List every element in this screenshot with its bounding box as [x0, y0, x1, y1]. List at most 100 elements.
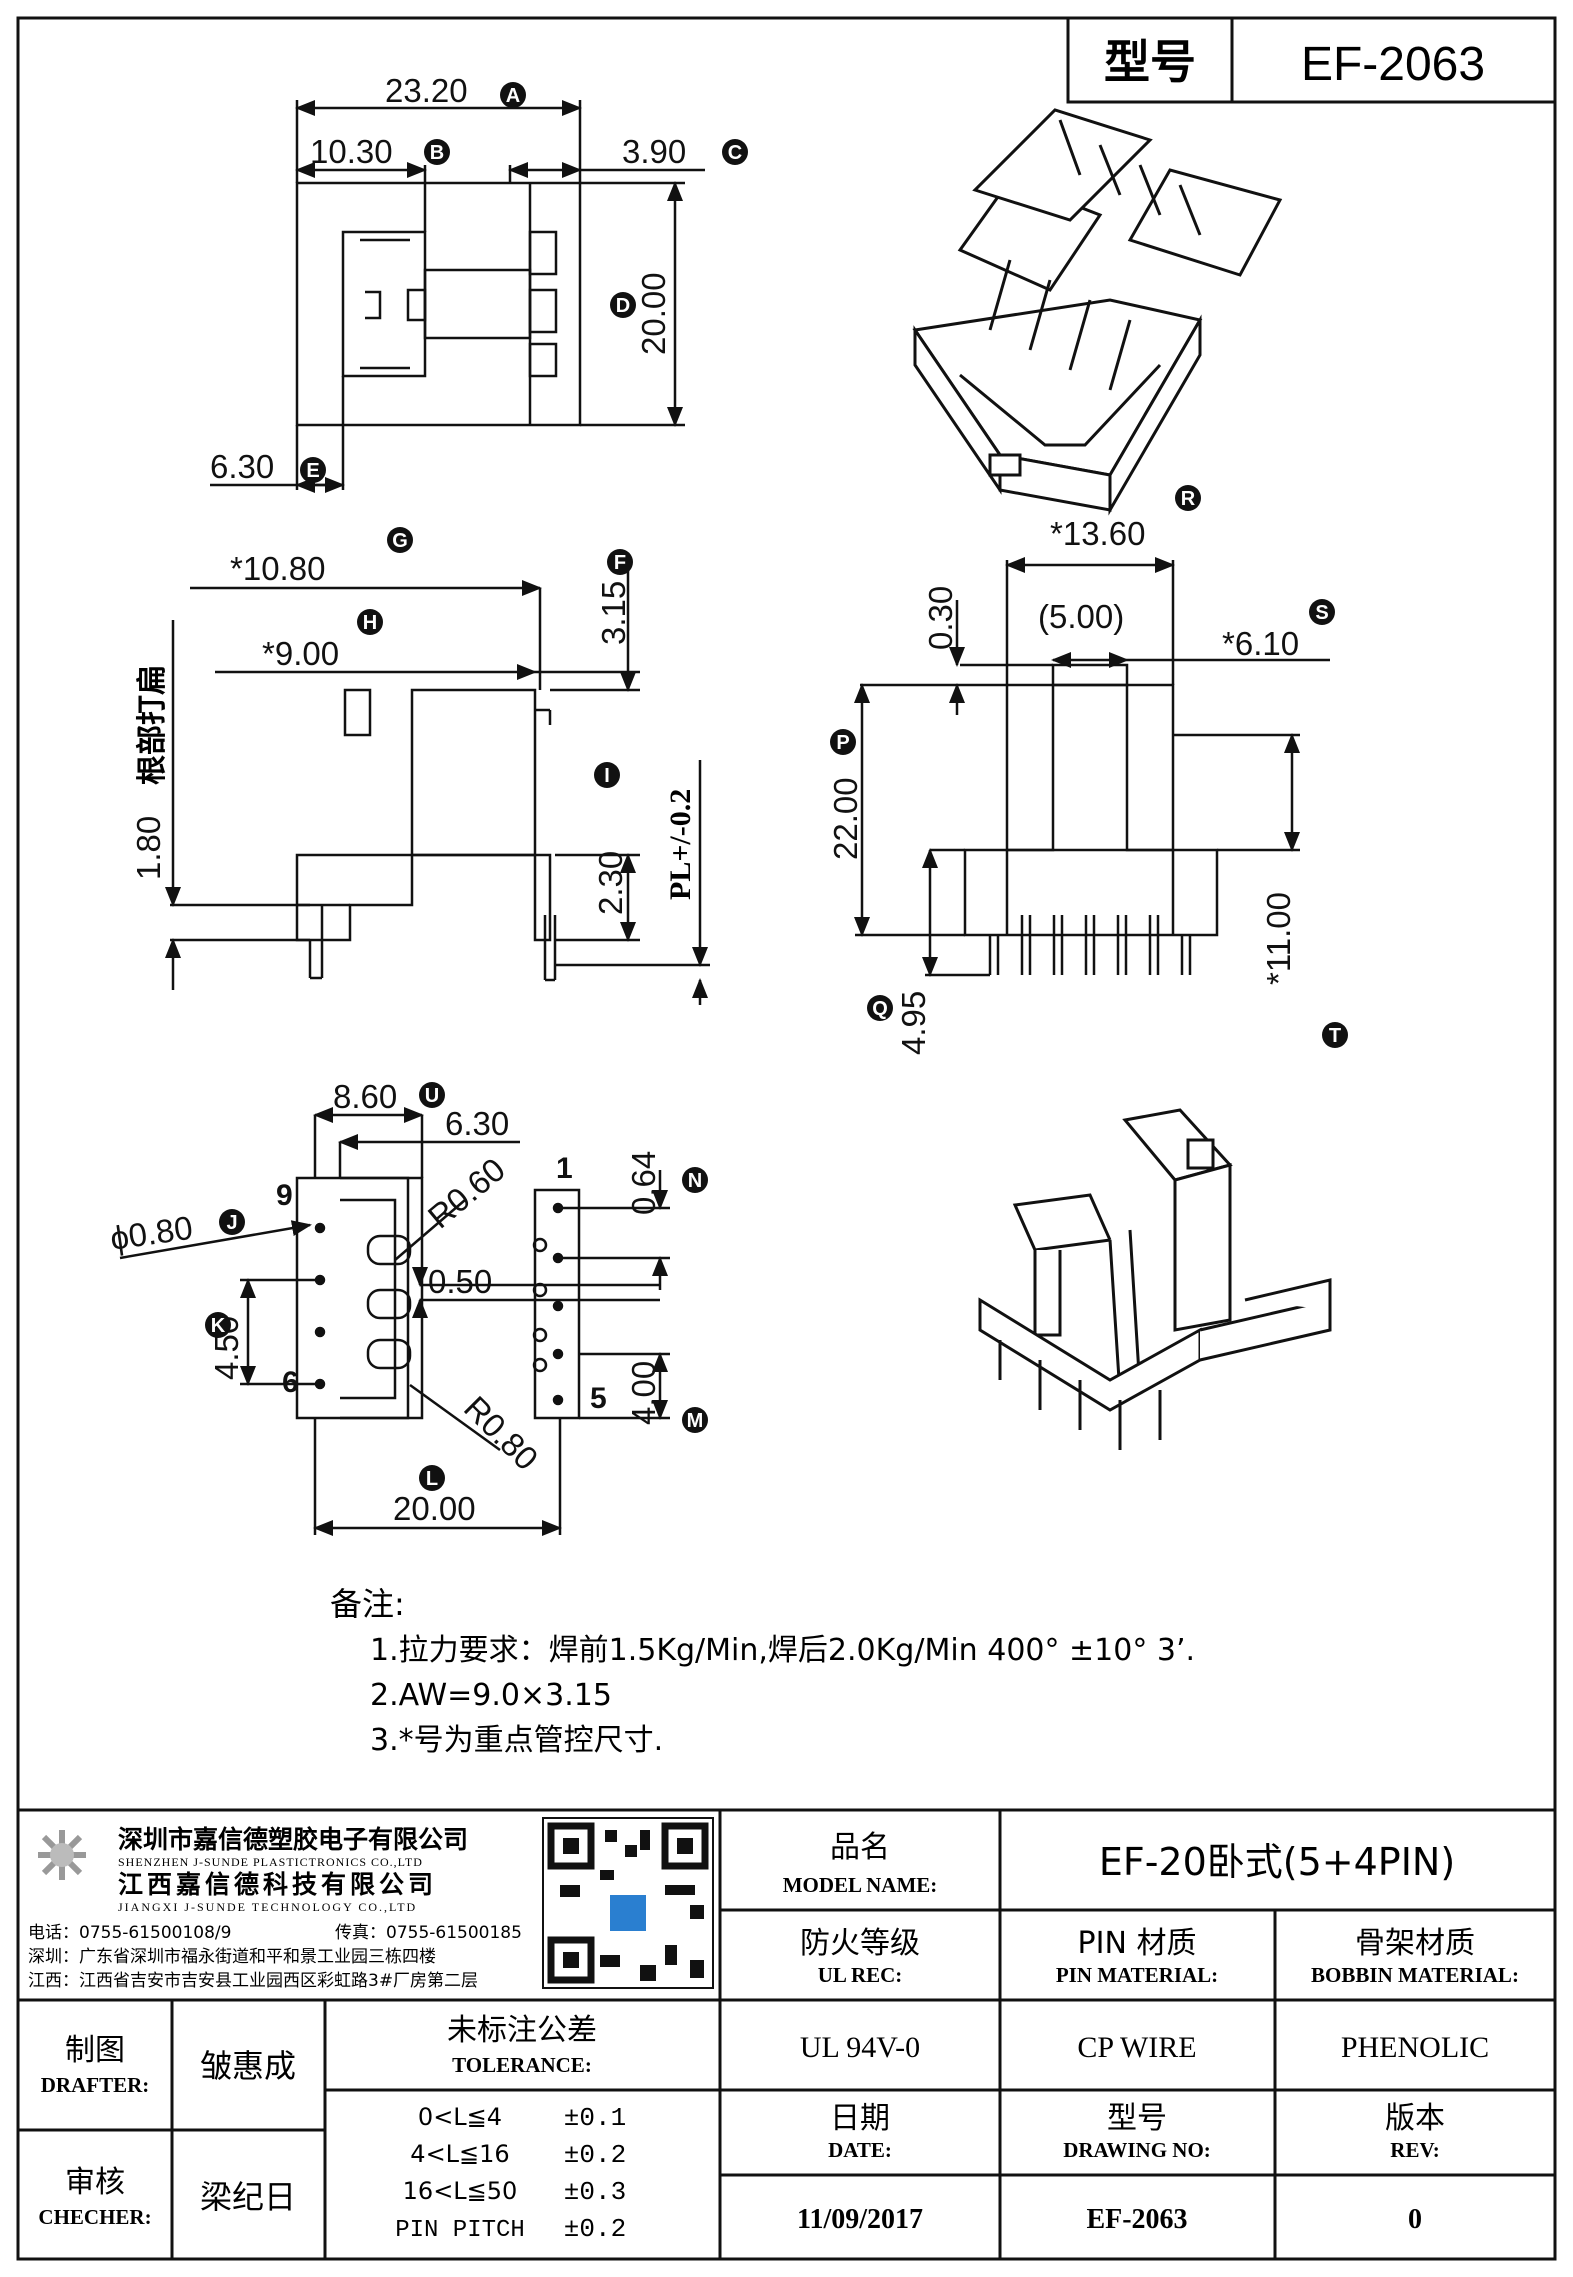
- svg-text:T: T: [1329, 1025, 1341, 1047]
- dim-r060-value: R0.60: [421, 1150, 512, 1235]
- company-tel: 电话：0755-61500108/9: [28, 1923, 231, 1943]
- bottom-view: [119, 1107, 670, 1536]
- dim-j-value: ϕ0.80: [108, 1209, 195, 1257]
- drafter-cn: 制图: [65, 2033, 125, 2068]
- svg-text:U: U: [425, 1085, 439, 1107]
- qr-code: [542, 1817, 714, 1989]
- sheet-border: [16, 16, 1557, 2261]
- drafter-en: DRAFTER:: [41, 2073, 150, 2097]
- front-view: [854, 557, 1330, 977]
- tolerance-range-3: 16<L≦50: [403, 2177, 518, 2205]
- note-3: 3.*号为重点管控尺寸.: [370, 1723, 663, 1758]
- company-name-cn-2: 江西嘉信德科技有限公司: [118, 1870, 437, 1899]
- marker-h: H: [357, 609, 383, 635]
- header-model-value: EF-2063: [1301, 38, 1485, 91]
- company-name-en-2: JIANGXI J-SUNDE TECHNOLOGY CO.,LTD: [118, 1900, 417, 1914]
- company-name-cn-1: 深圳市嘉信德塑胶电子有限公司: [118, 1825, 468, 1854]
- marker-l: L: [419, 1465, 445, 1491]
- marker-j: J: [219, 1209, 245, 1235]
- marker-r: R: [1175, 485, 1201, 511]
- model-name-en: MODEL NAME:: [783, 1873, 938, 1897]
- tolerance-value-3: ±0.3: [564, 2177, 626, 2207]
- dim-a-value: 23.20: [385, 72, 468, 109]
- svg-text:F: F: [614, 552, 626, 574]
- pin-label-9: 9: [276, 1179, 293, 1212]
- marker-i: I: [594, 762, 620, 788]
- dim-d-value: 20.00: [635, 272, 672, 355]
- bobbin-material-en: BOBBIN MATERIAL:: [1311, 1963, 1519, 1987]
- dim-u-value: 8.60: [333, 1078, 397, 1115]
- model-name-value: EF-20卧式(5+4PIN): [1099, 1840, 1455, 1884]
- drawing-no-en: DRAWING NO:: [1063, 2138, 1211, 2162]
- marker-k: K: [205, 1312, 231, 1338]
- dimension-markers: A B C D E F G H I J K L M N P Q R S T U: [205, 82, 1348, 1491]
- dim-c-value: 3.90: [622, 133, 686, 170]
- tolerance-range-2: 4<L≦16: [410, 2140, 509, 2168]
- tolerance-value-1: ±0.1: [564, 2103, 626, 2133]
- marker-s: S: [1309, 599, 1335, 625]
- svg-text:P: P: [836, 732, 849, 754]
- pin-material-en: PIN MATERIAL:: [1056, 1963, 1218, 1987]
- marker-b: B: [424, 139, 450, 165]
- checker-cn: 审核: [65, 2165, 125, 2200]
- svg-text:S: S: [1315, 602, 1328, 624]
- dim-i-value: 2.30: [592, 851, 629, 915]
- company-fax: 传真：0755-61500185: [335, 1923, 522, 1943]
- pin-material-value: CP WIRE: [1077, 2031, 1196, 2064]
- dim-n-value: 0.64: [625, 1151, 662, 1215]
- ul-rec-value: UL 94V-0: [800, 2031, 920, 2064]
- marker-g: G: [387, 527, 413, 553]
- company-block: 深圳市嘉信德塑胶电子有限公司 SHENZHEN J-SUNDE PLASTICT…: [28, 1817, 714, 1991]
- marker-a: A: [500, 82, 526, 108]
- dim-b-value: 10.30: [310, 133, 393, 170]
- svg-text:A: A: [506, 85, 520, 107]
- svg-text:K: K: [211, 1315, 226, 1337]
- svg-text:Q: Q: [872, 998, 888, 1020]
- dim-p-value: 22.00: [827, 777, 864, 860]
- date-en: DATE:: [828, 2138, 892, 2162]
- svg-text:N: N: [688, 1170, 702, 1192]
- company-addr-jx: 江西：江西省吉安市吉安县工业园西区彩虹路3#厂房第二层: [28, 1971, 478, 1991]
- model-name-cn: 品名: [830, 1830, 890, 1865]
- notes-title: 备注:: [330, 1585, 405, 1623]
- dim-003-value: 0.30: [922, 586, 959, 650]
- svg-text:G: G: [392, 530, 408, 552]
- dim-050-value: 0.50: [428, 1263, 492, 1300]
- company-logo: [38, 1830, 86, 1880]
- marker-u: U: [419, 1082, 445, 1108]
- rev-value: 0: [1408, 2204, 1422, 2235]
- side-view: [165, 560, 710, 1005]
- title-block: [18, 1808, 1555, 2259]
- date-cn: 日期: [830, 2101, 890, 2136]
- pin-label-6: 6: [282, 1366, 299, 1399]
- svg-text:H: H: [363, 612, 377, 634]
- marker-p: P: [830, 729, 856, 755]
- drafter-value: 皱惠成: [200, 2047, 296, 2085]
- dim-s-value: *6.10: [1222, 625, 1299, 662]
- dim-t-value: *11.00: [1260, 892, 1297, 985]
- dim-f-value: 3.15: [595, 581, 632, 645]
- tolerance-value-4: ±0.2: [564, 2214, 626, 2244]
- dim-l-value: 20.00: [393, 1490, 476, 1527]
- tolerance-cn: 未标注公差: [447, 2013, 597, 2048]
- company-name-en-1: SHENZHEN J-SUNDE PLASTICTRONICS CO.,LTD: [118, 1855, 423, 1869]
- dim-s5-value: (5.00): [1038, 598, 1124, 635]
- side-note: 根部打扁: [135, 665, 170, 785]
- drawing-no-cn: 型号: [1107, 2101, 1167, 2136]
- marker-m: M: [682, 1407, 708, 1433]
- marker-c: C: [722, 139, 748, 165]
- bobbin-material-value: PHENOLIC: [1341, 2031, 1489, 2064]
- marker-f: F: [607, 549, 633, 575]
- svg-text:M: M: [687, 1410, 704, 1432]
- svg-text:J: J: [226, 1212, 237, 1234]
- front-pins: [988, 915, 1192, 975]
- header-model-box: 型号 EF-2063: [1066, 16, 1557, 104]
- svg-text:C: C: [728, 142, 742, 164]
- tolerance-en: TOLERANCE:: [452, 2053, 592, 2077]
- dim-g-value: *10.80: [230, 550, 325, 587]
- dim-pl-value: PL+/-0.2: [664, 789, 697, 900]
- bobbin-material-cn: 骨架材质: [1355, 1926, 1475, 1961]
- svg-text:D: D: [616, 295, 630, 317]
- checker-en: CHECHER:: [38, 2205, 151, 2229]
- ul-rec-en: UL REC:: [818, 1963, 903, 1987]
